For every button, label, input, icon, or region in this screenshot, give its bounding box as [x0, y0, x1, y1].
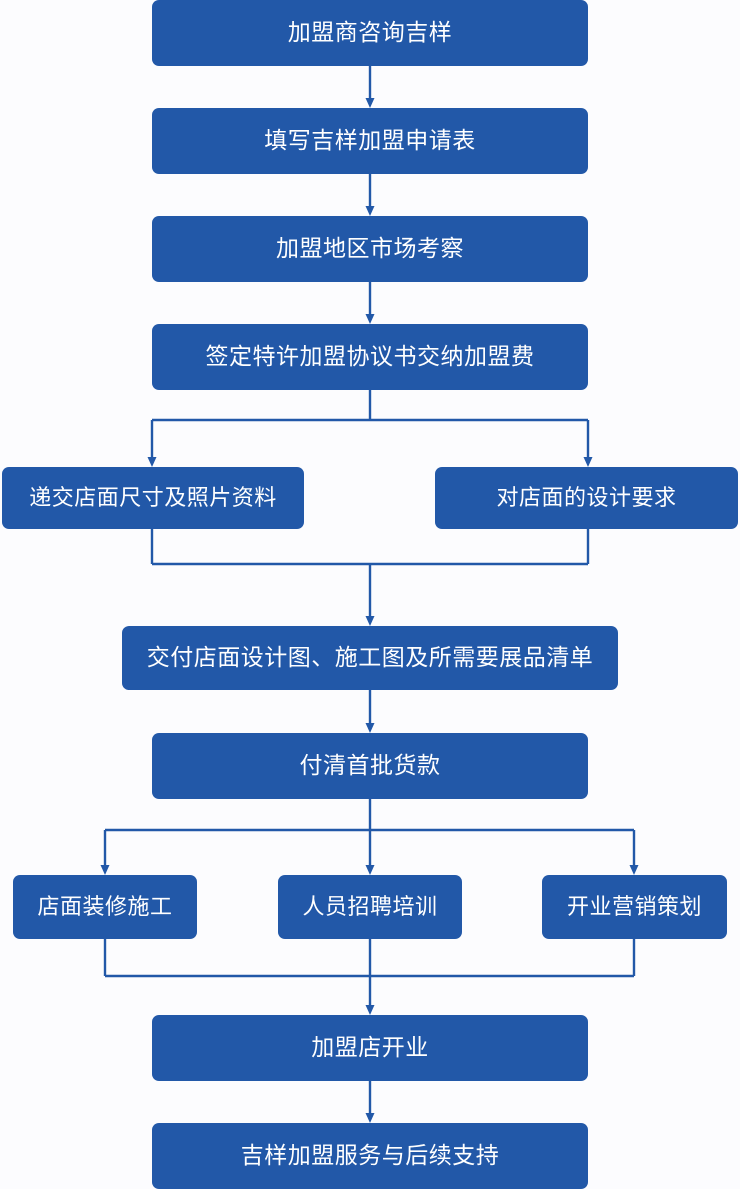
flow-node-submit-store-info[interactable]: 递交店面尺寸及照片资料 — [2, 467, 304, 529]
flow-node-store-opening[interactable]: 加盟店开业 — [152, 1015, 588, 1081]
flow-node-consult[interactable]: 加盟商咨询吉样 — [152, 0, 588, 66]
flow-node-opening-marketing[interactable]: 开业营销策划 — [542, 875, 727, 939]
flow-node-application[interactable]: 填写吉样加盟申请表 — [152, 108, 588, 174]
flow-node-ongoing-support[interactable]: 吉样加盟服务与后续支持 — [152, 1123, 588, 1189]
flow-node-first-payment[interactable]: 付清首批货款 — [152, 733, 588, 799]
flow-node-deliver-drawings[interactable]: 交付店面设计图、施工图及所需要展品清单 — [122, 626, 618, 690]
flow-node-design-requirements[interactable]: 对店面的设计要求 — [435, 467, 738, 529]
flow-node-staff-training[interactable]: 人员招聘培训 — [278, 875, 462, 939]
flow-node-sign-agreement[interactable]: 签定特许加盟协议书交纳加盟费 — [152, 324, 588, 390]
flow-node-market-survey[interactable]: 加盟地区市场考察 — [152, 216, 588, 282]
flow-node-store-construction[interactable]: 店面装修施工 — [13, 875, 197, 939]
